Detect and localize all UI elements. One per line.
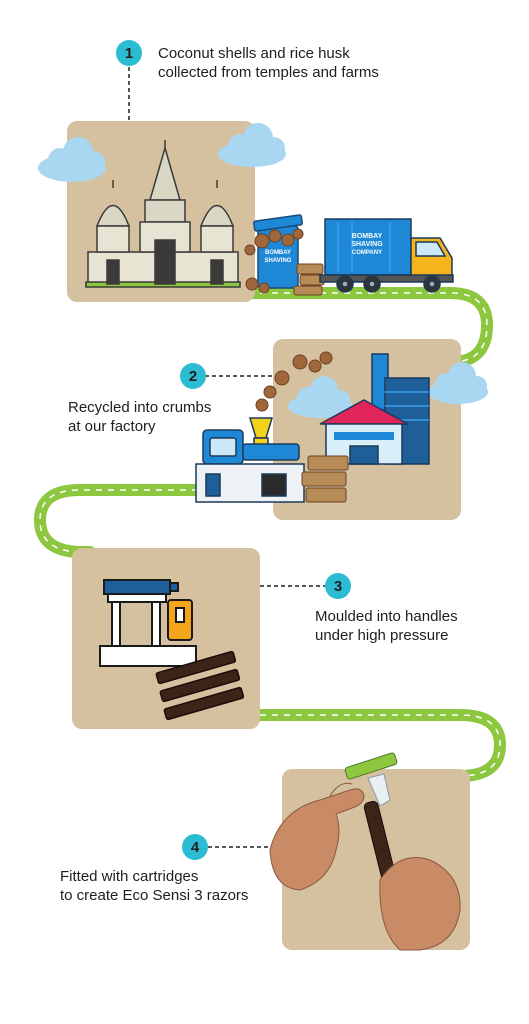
grinder-icon [195,417,305,503]
step-4-line2: to create Eco Sensi 3 razors [60,887,249,904]
bin-icon: BOMBAY SHAVING [253,214,303,289]
hand-icon [379,857,461,951]
step-4-line1: Fitted with cartridges [60,868,199,885]
press-icon [99,579,197,667]
coconut-shells [255,351,333,412]
step-1-line2: collected from temples and farms [158,64,379,81]
step-2-marker: 2 [180,363,272,389]
step-1-marker: 1 [116,40,142,120]
step-3-caption: Moulded into handles under high pressure [315,607,458,645]
step-2-caption: Recycled into crumbs at our factory [68,398,211,436]
husk-bricks [293,263,325,296]
step-2-number: 2 [189,368,197,385]
temple-icon [85,140,241,288]
step-3-marker: 3 [260,573,351,599]
truck-brand-line2: SHAVING [351,241,383,248]
bin-brand-line2: SHAVING [265,258,292,264]
step-4-caption: Fitted with cartridges to create Eco Sen… [60,867,248,905]
factory-icon [319,353,430,465]
cloud-icon [288,376,352,418]
bin-brand-line1: BOMBAY [265,250,291,256]
step-1-caption: Coconut shells and rice husk collected f… [158,44,379,82]
truck-brand-line3: COMPANY [352,250,382,256]
step-2-badge [180,363,206,389]
handle-icon [155,650,245,721]
cloud-icon [428,362,488,404]
step-1-line1: Coconut shells and rice husk [158,45,350,62]
coconut-shells [244,228,304,294]
step-3-line2: under high pressure [315,627,449,644]
step-3-badge [325,573,351,599]
husk-bricks [301,455,349,503]
truck-icon: BOMBAY SHAVING COMPANY [319,218,454,293]
step-2-line2: at our factory [68,418,156,435]
step-4-number: 4 [191,839,200,856]
step-3-number: 3 [334,578,342,595]
cloud-icon [218,123,286,167]
step-2-line1: Recycled into crumbs [68,399,212,416]
hand-icon [269,782,365,891]
cloud-icon [38,137,106,182]
step-1-badge [116,40,142,66]
step-4-badge [182,834,208,860]
road [33,287,507,782]
truck-brand-line1: BOMBAY [352,233,383,240]
step-3-line1: Moulded into handles [315,608,458,625]
step-1-number: 1 [125,45,133,62]
step-4-marker: 4 [182,834,275,860]
